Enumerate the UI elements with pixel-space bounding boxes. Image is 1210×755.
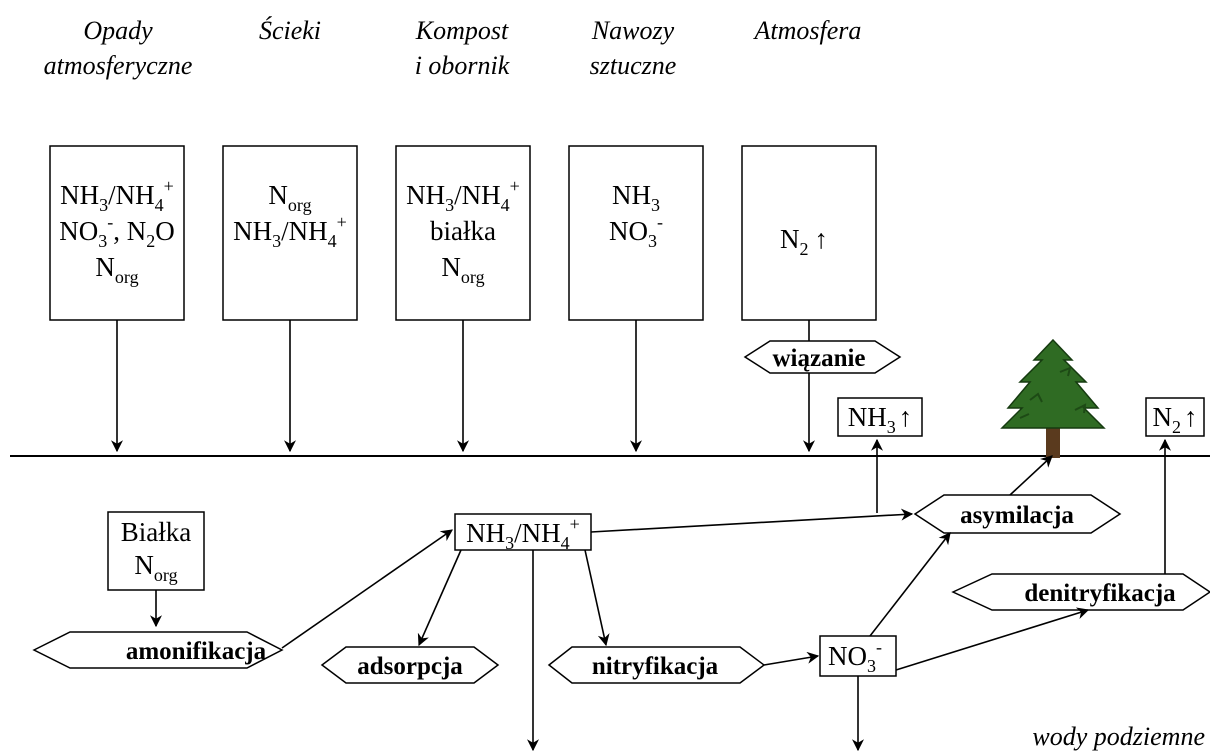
box-no3: [819, 635, 897, 677]
label-bialka: białka: [430, 216, 496, 246]
formula-nh3-nh4: NH3/NH4+: [406, 176, 520, 215]
source-title-line: i obornik: [415, 51, 510, 80]
source-title-line: Nawozy: [591, 16, 675, 45]
flow-arrow: [895, 607, 1090, 671]
process-adsorpcja: [320, 646, 500, 684]
formula-no3: NO3-: [609, 212, 663, 251]
groundwater-label: wody podziemne: [1032, 722, 1205, 751]
formula-norg: Norg: [134, 550, 177, 585]
source-box-opady: [49, 145, 185, 321]
box-nh3-nh4: [454, 513, 592, 551]
formula-no3-n2o: NO3-, N2O: [59, 212, 175, 251]
source-title-atmosfera: Atmosfera: [753, 16, 862, 45]
source-title-opady: Opady atmosferyczne: [44, 16, 193, 80]
source-box-kompost: [395, 145, 531, 321]
gas-box-nh3: [837, 397, 923, 437]
source-title-line: Kompost: [415, 16, 509, 45]
process-label: amonifikacja: [126, 638, 267, 665]
source-title-nawozy: Nawozy sztuczne: [590, 16, 677, 80]
flow-arrow: [869, 532, 951, 637]
source-title-line: Atmosfera: [753, 16, 862, 45]
process-label: denitryfikacja: [1024, 580, 1176, 607]
process-label: adsorpcja: [357, 653, 463, 680]
formula-norg: Norg: [95, 252, 138, 287]
source-title-line: atmosferyczne: [44, 51, 193, 80]
flow-arrow: [281, 529, 453, 649]
flow-arrow: [1009, 455, 1053, 496]
flow-arrow: [417, 549, 462, 647]
process-label: asymilacja: [960, 502, 1074, 529]
source-title-scieki: Ścieki: [259, 16, 321, 45]
formula-nh3: NH3: [612, 180, 660, 215]
process-label: nitryfikacja: [592, 653, 719, 680]
formula-nh3-nh4: NH3/NH4+: [233, 212, 347, 251]
tree-icon: [1000, 338, 1106, 458]
source-box-scieki: [222, 145, 358, 321]
process-amonifikacja: [32, 631, 284, 669]
source-title-line: Opady: [83, 16, 153, 45]
formula-no3: NO3-: [828, 637, 882, 676]
process-label: wiązanie: [772, 345, 865, 372]
formula-nh3-nh4: NH3/NH4+: [60, 176, 174, 215]
flow-arrow: [584, 549, 610, 647]
source-box-atmosfera: [741, 145, 877, 321]
source-box-nawozy: [568, 145, 704, 321]
source-title-line: sztuczne: [590, 51, 677, 80]
process-denitryfikacja: [951, 573, 1210, 611]
formula-n2-up: N2↑: [780, 224, 828, 259]
formula-nh3-nh4: NH3/NH4+: [466, 514, 580, 553]
formula-norg: Norg: [268, 180, 311, 215]
formula-n2-up: N2↑: [1153, 402, 1198, 437]
formula-nh3-up: NH3↑: [848, 402, 913, 437]
flow-arrow: [763, 651, 820, 666]
flow-arrow: [590, 508, 914, 533]
process-wiazanie: [743, 340, 902, 374]
label-bialka: Białka: [121, 517, 191, 547]
source-title-kompost: Kompost i obornik: [415, 16, 510, 80]
box-bialka-norg: [107, 511, 205, 591]
formula-norg: Norg: [441, 252, 484, 287]
source-title-line: Ścieki: [259, 16, 321, 45]
gas-box-n2: [1145, 397, 1205, 437]
